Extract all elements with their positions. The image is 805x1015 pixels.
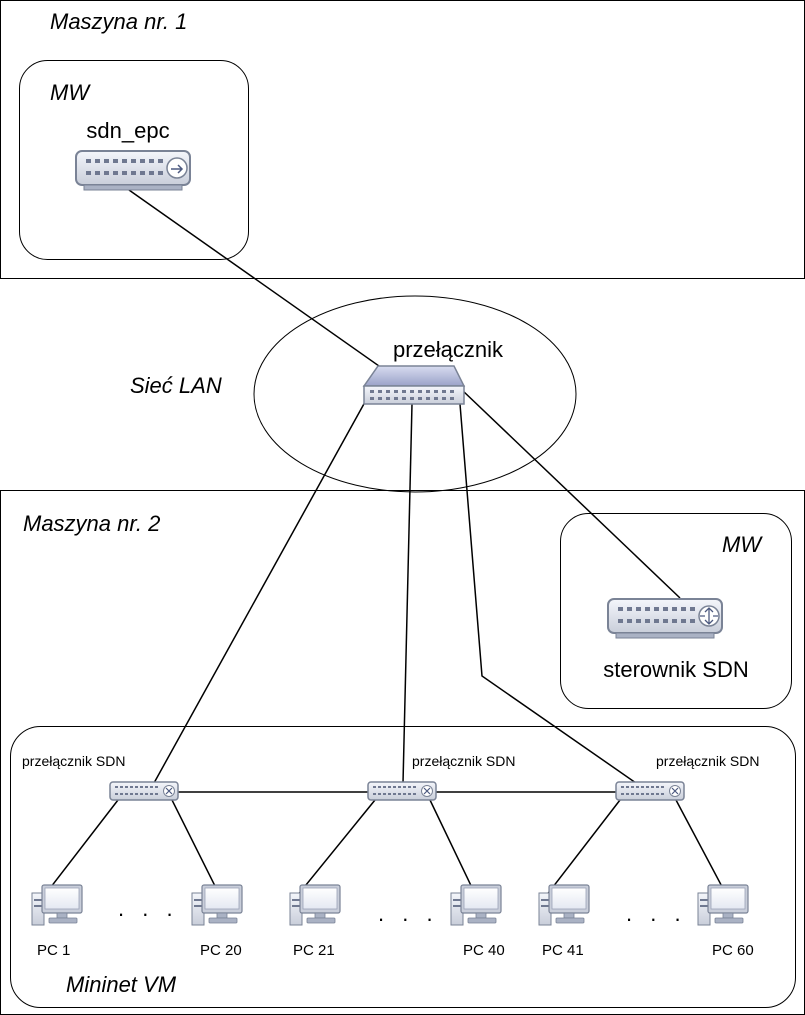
lan-switch-label: przełącznik (393, 337, 504, 362)
machine1-vm-title: MW (50, 80, 91, 105)
pc-label-1: PC 1 (37, 942, 70, 959)
desktop-pc-icon (31, 884, 83, 926)
link-sdn2-pc21 (296, 799, 376, 897)
link-sdn1-pc20 (171, 799, 221, 897)
pc-label-60: PC 60 (712, 942, 754, 959)
desktop-pc-icon (538, 884, 590, 926)
mininet-box (10, 726, 796, 1008)
desktop-pc-icon (697, 884, 749, 926)
pc-label-41: PC 41 (542, 942, 584, 959)
desktop-pc-icon (191, 884, 243, 926)
link-sdn2-pc40 (429, 799, 477, 897)
link-lan-controller (461, 389, 681, 599)
epc-label: sdn_epc (86, 118, 169, 143)
machine2-vm-box (560, 513, 792, 709)
ellipsis-2: . . . (378, 901, 439, 926)
machine2-vm-title: MW (722, 532, 763, 557)
controller-label: sterownik SDN (603, 657, 748, 682)
sdn-switch-1-label: przełącznik SDN (22, 753, 125, 769)
desktop-pc-icon (289, 884, 341, 926)
ellipsis-3: . . . (626, 901, 687, 926)
desktop-pc-icon (450, 884, 502, 926)
link-sdn3-pc41 (545, 799, 621, 897)
machine1-title: Maszyna nr. 1 (50, 9, 187, 34)
link-epc-lan (128, 189, 397, 379)
link-sdn1-pc1 (43, 799, 119, 897)
network-switch-icon (362, 365, 466, 405)
mininet-title: Mininet VM (66, 972, 177, 997)
ellipsis-1: . . . (118, 896, 179, 921)
link-sdn3-pc60 (675, 799, 728, 897)
pc-label-40: PC 40 (463, 942, 505, 959)
lan-ellipse (253, 295, 577, 493)
link-lan-sdn2 (402, 403, 413, 784)
sdn-switch-icon (109, 781, 179, 801)
lan-title: Sieć LAN (130, 373, 222, 398)
machine1-vm-box (19, 60, 249, 260)
network-links (43, 189, 728, 897)
server-arrow-icon (75, 150, 191, 191)
sdn-switch-icon (367, 781, 437, 801)
link-lan-sdn3 (459, 403, 637, 784)
machine2-title: Maszyna nr. 2 (23, 511, 160, 536)
router-icon (607, 598, 723, 639)
pc-label-20: PC 20 (200, 942, 242, 959)
sdn-switch-3-label: przełącznik SDN (656, 753, 759, 769)
sdn-switch-icon (615, 781, 685, 801)
link-lan-sdn1 (153, 401, 366, 784)
pc-label-21: PC 21 (293, 942, 335, 959)
sdn-switch-2-label: przełącznik SDN (412, 753, 515, 769)
